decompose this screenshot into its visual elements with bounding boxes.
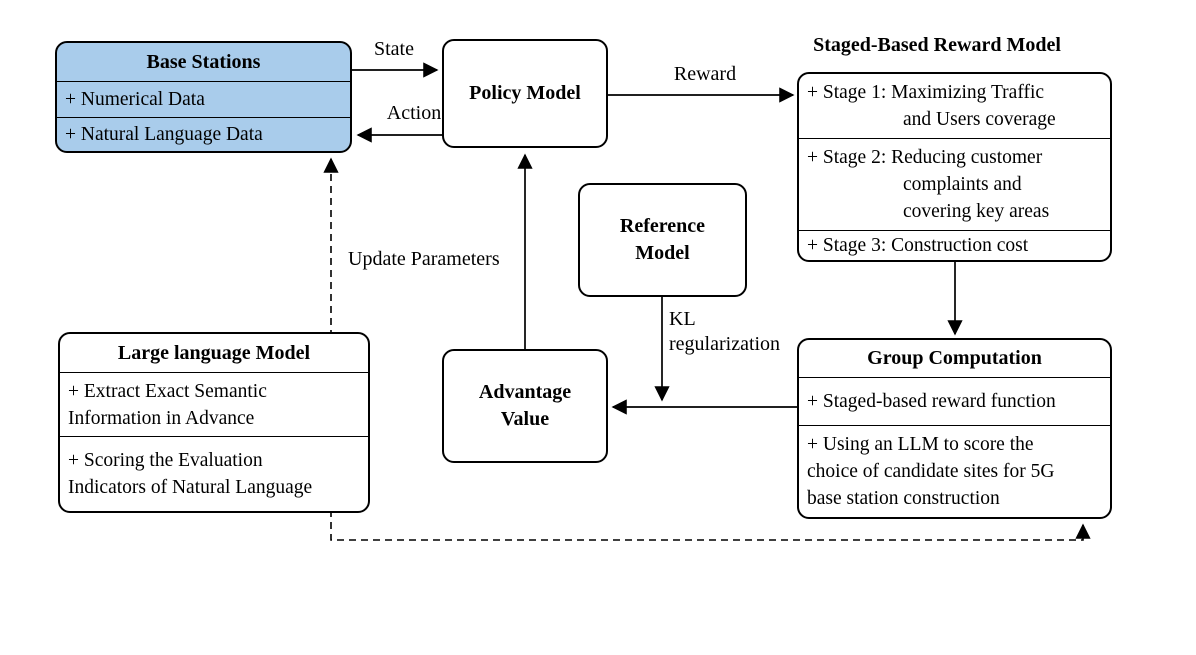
policy-model-node: Policy Model [442,39,608,148]
reward-label: Reward [673,63,737,85]
advantage-value-node: Advantage Value [442,349,608,463]
kl-regularization-label: KL regularization [669,308,781,355]
group-computation-title: Group Computation [867,347,1042,369]
advantage-value-title: Advantage Value [478,381,572,430]
group-computation-node: Group Computation + Staged-based reward … [797,338,1112,519]
staged-reward-row-stage-3: + Stage 3: Construction cost [799,230,1110,260]
action-label: Action [386,102,442,124]
reference-model-title: Reference Model [619,215,706,264]
base-stations-node: Base Stations + Numerical Data + Natural… [55,41,352,153]
staged-reward-row-stage-1: + Stage 1: Maximizing Traffic and Users … [807,82,1056,130]
large-language-model-row-scoring-indicators: + Scoring the Evaluation Indicators of N… [60,436,368,511]
base-stations-row-natural-language-data: + Natural Language Data [57,117,350,151]
policy-model-title: Policy Model [469,82,581,104]
staged-reward-model-title: Staged-Based Reward Model [813,34,1061,56]
large-language-model-row-extract-semantic: + Extract Exact Semantic Information in … [60,372,368,436]
base-stations-row-numerical-data: + Numerical Data [57,81,350,117]
reference-model-node: Reference Model [578,183,747,297]
group-computation-row-llm-scoring: + Using an LLM to score the choice of ca… [799,425,1110,517]
group-computation-row-reward-function: + Staged-based reward function [799,377,1110,425]
large-language-model-node: Large language Model + Extract Exact Sem… [58,332,370,513]
base-stations-title: Base Stations [146,50,261,73]
staged-reward-row-stage-2: + Stage 2: Reducing customer complaints … [799,138,1110,230]
staged-reward-model-node: + Stage 1: Maximizing Traffic and Users … [797,72,1112,262]
update-parameters-label: Update Parameters [348,248,500,270]
large-language-model-title: Large language Model [117,341,311,364]
state-label: State [374,38,414,60]
